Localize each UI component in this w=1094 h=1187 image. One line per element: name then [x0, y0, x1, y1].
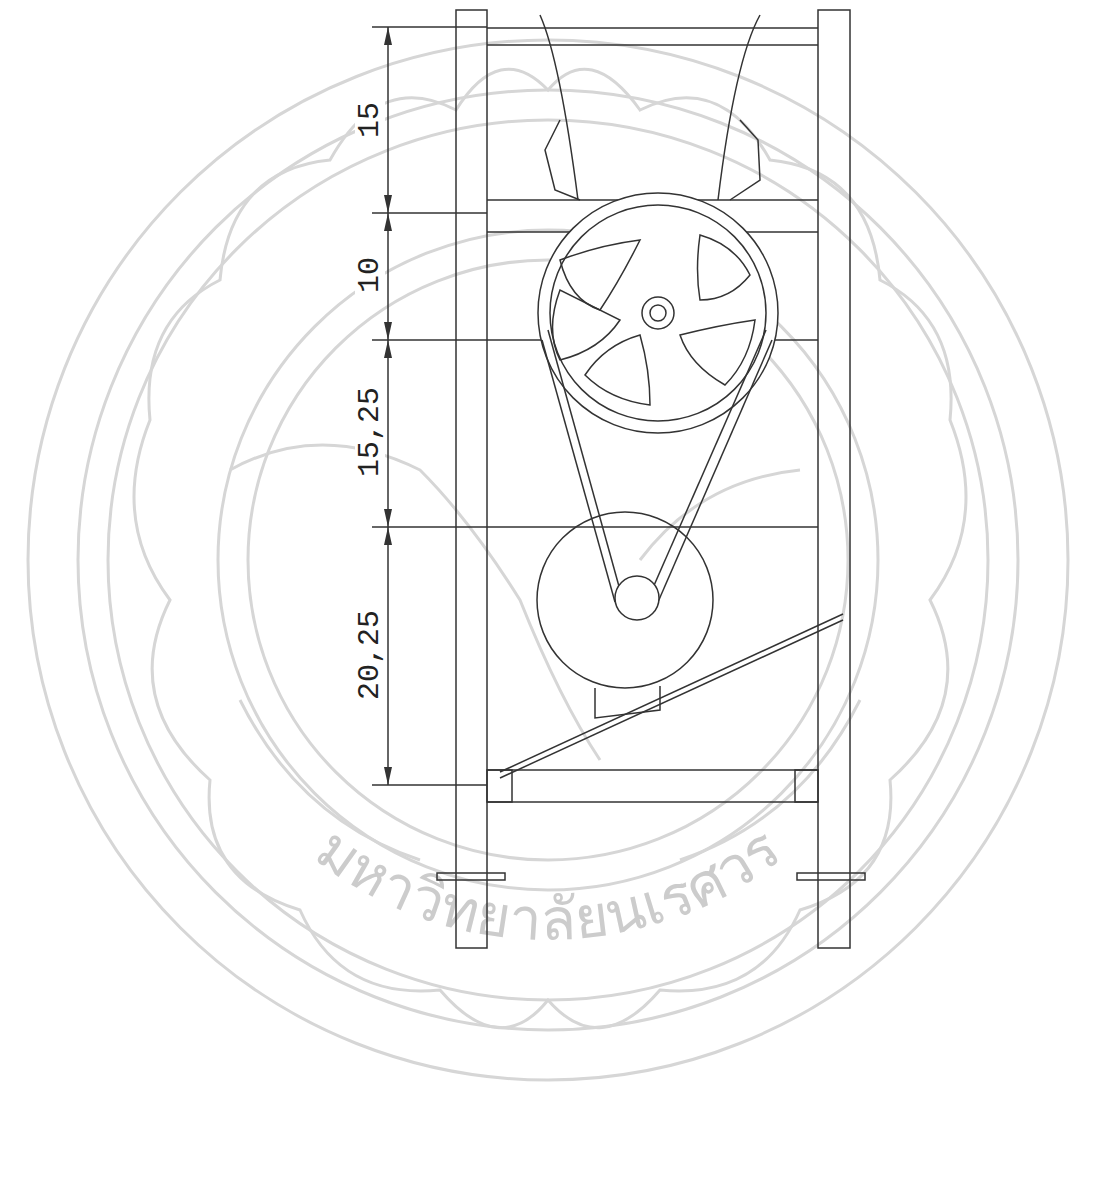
dimension-label: 20,25	[355, 607, 385, 703]
dimension-label: 15,25	[355, 384, 385, 480]
seal-text: มหาวิทยาลัยนเรศวร	[304, 814, 793, 954]
dimension-label: 10	[355, 254, 385, 296]
dimension-label: 15	[355, 99, 385, 141]
watermark-text: มหาวิทยาลัยนเรศวร	[304, 814, 793, 954]
